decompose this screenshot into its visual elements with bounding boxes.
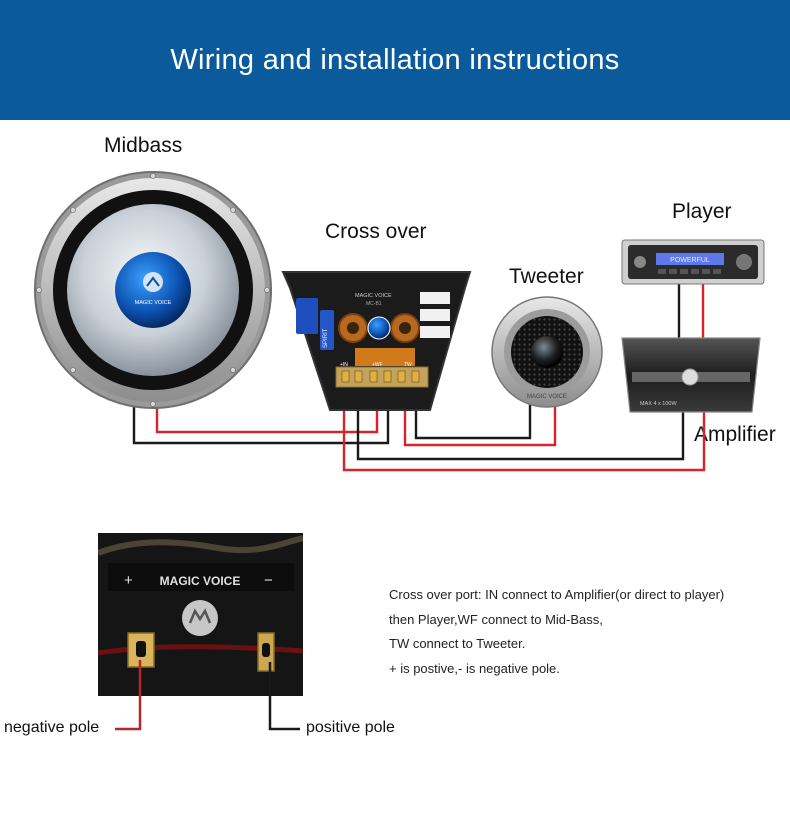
wire-midbass-black (132, 382, 390, 445)
player-display-text: POWERFUL (670, 257, 710, 264)
negative-pole-label: negative pole (4, 719, 100, 736)
wire-amp-red (342, 382, 706, 472)
crossover-model: MC-B1 (366, 301, 382, 307)
wire-tweeter-red (403, 382, 557, 447)
closeup-minus: − (264, 572, 273, 589)
wiring-diagram: MAGIC VOICE SPIRIT MAGIC VOICE MC-B1 +IN (34, 171, 765, 472)
instructions-note: Cross over port: IN connect to Amplifier… (389, 583, 724, 681)
tweeter: MAGIC VOICE (491, 296, 603, 408)
midbass-brand: MAGIC VOICE (135, 300, 172, 306)
terminal-tw-label: TW (404, 362, 412, 368)
instruction-line-2: then Player,WF connect to Mid-Bass, (389, 611, 603, 627)
header-banner: Wiring and installation instructions (0, 0, 790, 120)
label-crossover: Cross over (325, 220, 427, 243)
label-tweeter: Tweeter (509, 265, 584, 288)
positive-pole-line (268, 662, 300, 731)
label-player: Player (672, 200, 732, 223)
terminal-in-label: +IN (340, 362, 348, 368)
crossover-brand: MAGIC VOICE (355, 293, 392, 299)
terminal-wf-label: +WF (372, 362, 383, 368)
crossover-spirit-text: SPIRIT (323, 328, 329, 348)
label-amplifier: Amplifier (694, 423, 776, 446)
positive-pole-label: positive pole (306, 719, 395, 736)
closeup-plus: + (124, 572, 133, 589)
midbass-speaker: MAGIC VOICE (34, 171, 272, 409)
amplifier-model: MAX 4 x 100W (640, 401, 677, 407)
instruction-line-4: + is postive,- is negative pole. (389, 660, 560, 676)
wire-amp-black (356, 382, 685, 461)
label-midbass: Midbass (104, 134, 183, 157)
crossover-board: SPIRIT MAGIC VOICE MC-B1 +IN +WF TW (281, 271, 472, 411)
pole-callouts (115, 660, 300, 731)
instruction-line-1: Cross over port: IN connect to Amplifier… (389, 587, 725, 602)
tweeter-brand: MAGIC VOICE (527, 394, 567, 400)
negative-pole-line (115, 660, 142, 731)
player-head-unit: POWERFUL (621, 239, 765, 285)
page-title: Wiring and installation instructions (170, 43, 620, 76)
amplifier-unit: MAX 4 x 100W (621, 337, 761, 413)
closeup-brand: MAGIC VOICE (160, 574, 241, 588)
instruction-line-3: TW connect to Tweeter. (389, 636, 526, 651)
